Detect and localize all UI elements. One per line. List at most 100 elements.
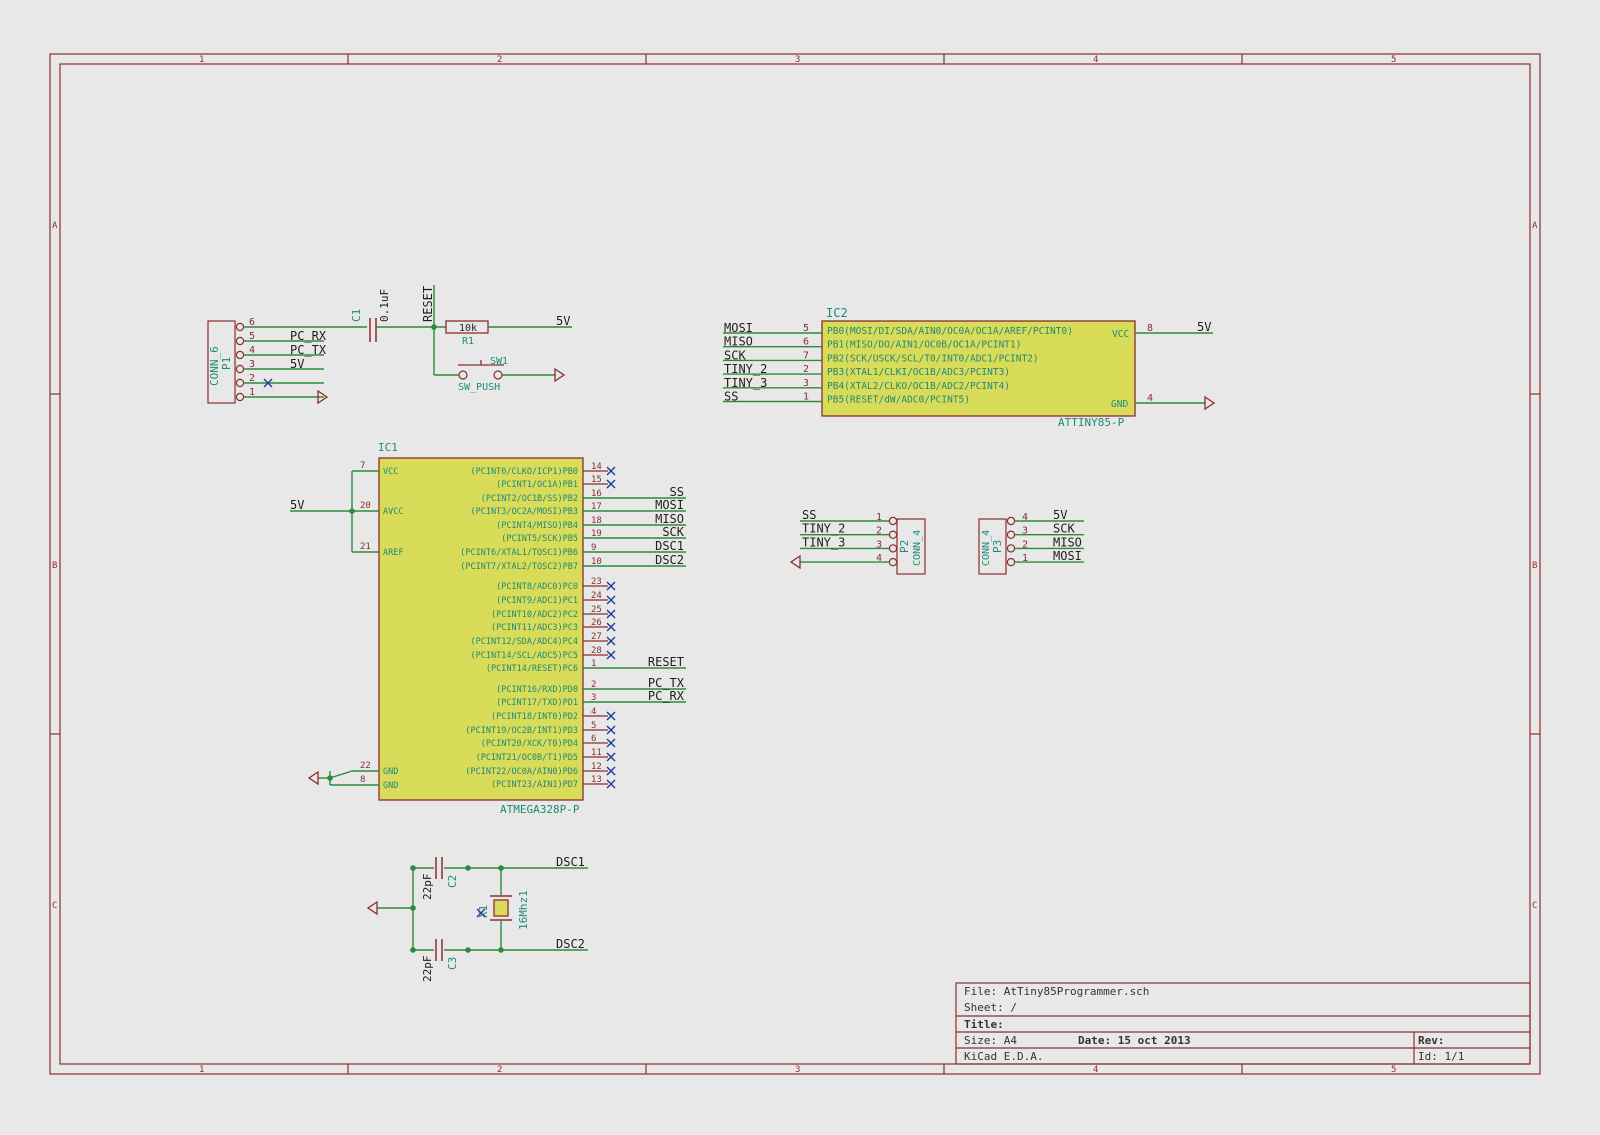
pin-number: 5	[803, 323, 809, 334]
pin-number: 9	[591, 543, 596, 553]
pin-name: (PCINT22/OC0A/AIN0)PD6	[465, 767, 578, 777]
pin-name: (PCINT0/CLKO/ICP1)PB0	[471, 467, 578, 477]
title-block: File: AtTiny85Programmer.sch Sheet: / Ti…	[955, 982, 1531, 1065]
pin-name: (PCINT14/SCL/ADC5)PC5	[471, 651, 578, 661]
row-label-left: B	[52, 561, 57, 571]
switch-contact	[458, 370, 468, 380]
pin-number: 23	[591, 577, 602, 587]
no-connect-stroke	[606, 466, 616, 476]
col-label-top: 5	[1391, 55, 1396, 65]
net-label: DSC2	[556, 937, 585, 951]
pin-name: (PCINT8/ADC0)PC0	[496, 582, 578, 592]
pin-number: 2	[1022, 539, 1028, 550]
pin-number: 11	[591, 748, 602, 758]
title-block-size: Size: A4	[964, 1034, 1017, 1047]
no-connect-stroke	[606, 752, 616, 762]
no-connect-marker	[606, 479, 616, 489]
no-connect-marker	[606, 779, 616, 789]
pin-number: 27	[591, 632, 602, 642]
pin-number: 6	[249, 317, 255, 328]
net-label: MISO	[655, 512, 684, 526]
pin-name: (PCINT6/XTAL1/TOSC1)PB6	[460, 548, 578, 558]
pin-name: (PCINT12/SDA/ADC4)PC4	[471, 637, 578, 647]
pin-number: 16	[591, 489, 602, 499]
pin-number: 15	[591, 475, 602, 485]
pin-number: 1	[249, 387, 255, 398]
pin-name: (PCINT2/OC1B/SS)PB2	[481, 494, 578, 504]
junction-dot	[465, 947, 471, 953]
pin-number: 4	[1022, 512, 1028, 523]
pin-number: 22	[360, 761, 371, 771]
no-connect-stroke	[606, 609, 616, 619]
pin-circle	[235, 392, 245, 402]
pin-circle	[1006, 544, 1016, 553]
pin-number: 2	[249, 373, 255, 384]
title-block-sheet: Sheet: /	[964, 1001, 1017, 1014]
net-label: PC_RX	[290, 329, 327, 343]
net-label-5v: 5V	[556, 314, 570, 328]
pin-name: (PCINT18/INT0)PD2	[491, 712, 578, 722]
pin-name: PB5(RESET/dW/ADC0/PCINT5)	[827, 395, 970, 406]
pin-circle	[235, 364, 245, 374]
chip-value: ATTINY85-P	[1058, 416, 1125, 429]
connector-body	[207, 320, 236, 404]
pin-name: PB3(XTAL1/CLKI/OC1B/ADC3/PCINT3)	[827, 367, 1010, 378]
no-connect-stroke	[606, 479, 616, 489]
no-connect-marker	[606, 725, 616, 735]
net-label: 5V	[290, 498, 304, 512]
pin-circle	[235, 378, 245, 388]
pin-name: (PCINT5/SCK)PB5	[501, 534, 578, 544]
pin-number: 13	[591, 775, 602, 785]
pin-number: 2	[876, 526, 882, 537]
chip-ref: IC2	[826, 306, 848, 320]
pin-number: 4	[591, 707, 596, 717]
col-label-bottom: 1	[199, 1065, 204, 1075]
net-label: 5V	[1053, 508, 1067, 522]
junction-dot	[465, 865, 471, 871]
no-connect-stroke	[606, 779, 616, 789]
connector-ref: P3	[991, 540, 1004, 553]
junction-dot	[410, 865, 416, 871]
c2-ref: C2	[446, 875, 459, 888]
net-label: 5V	[290, 357, 304, 371]
pin-number: 6	[803, 337, 809, 348]
no-connect-stroke	[606, 636, 616, 646]
no-connect-marker	[263, 378, 273, 388]
net-label: SCK	[1053, 522, 1075, 536]
no-connect-marker	[606, 609, 616, 619]
ground-symbol	[789, 554, 801, 570]
net-label: PC_TX	[290, 343, 327, 357]
ground-symbol	[317, 389, 329, 405]
net-label: TINY_2	[724, 362, 767, 376]
chip-value: ATMEGA328P-P	[500, 803, 580, 816]
pin-circle	[1006, 557, 1016, 567]
pin-number: 14	[591, 462, 602, 472]
row-label-left: A	[52, 221, 58, 231]
pin-number: 17	[591, 502, 602, 512]
no-connect-stroke	[606, 595, 616, 605]
pin-number: 8	[1147, 323, 1153, 334]
pin-number: 3	[803, 378, 809, 389]
col-label-top: 2	[497, 55, 502, 65]
net-label: DSC2	[655, 553, 684, 567]
pin-name: (PCINT16/RXD)PD0	[496, 685, 578, 695]
title-block-title: Title:	[964, 1018, 1004, 1031]
pin-number: 1	[803, 392, 809, 403]
r1-ref: R1	[462, 336, 474, 347]
pin-number: 10	[591, 557, 602, 567]
title-block-tool: KiCad E.D.A.	[964, 1050, 1043, 1063]
frame-labels: 1 2 3 4 5 1 2 3 4 5 A B C A B C	[52, 55, 1538, 1075]
pin-number: 28	[591, 646, 602, 656]
no-connect-stroke	[476, 908, 486, 918]
pin-number: 3	[249, 359, 255, 370]
connector-value: CONN_4	[981, 530, 992, 566]
crystal-body	[493, 899, 509, 917]
pin-circle	[1006, 530, 1016, 539]
net-label: MOSI	[655, 498, 684, 512]
no-connect-marker	[606, 752, 616, 762]
pin-circle	[235, 322, 245, 332]
connector-body	[896, 518, 926, 575]
pin-number: 1	[591, 659, 596, 669]
